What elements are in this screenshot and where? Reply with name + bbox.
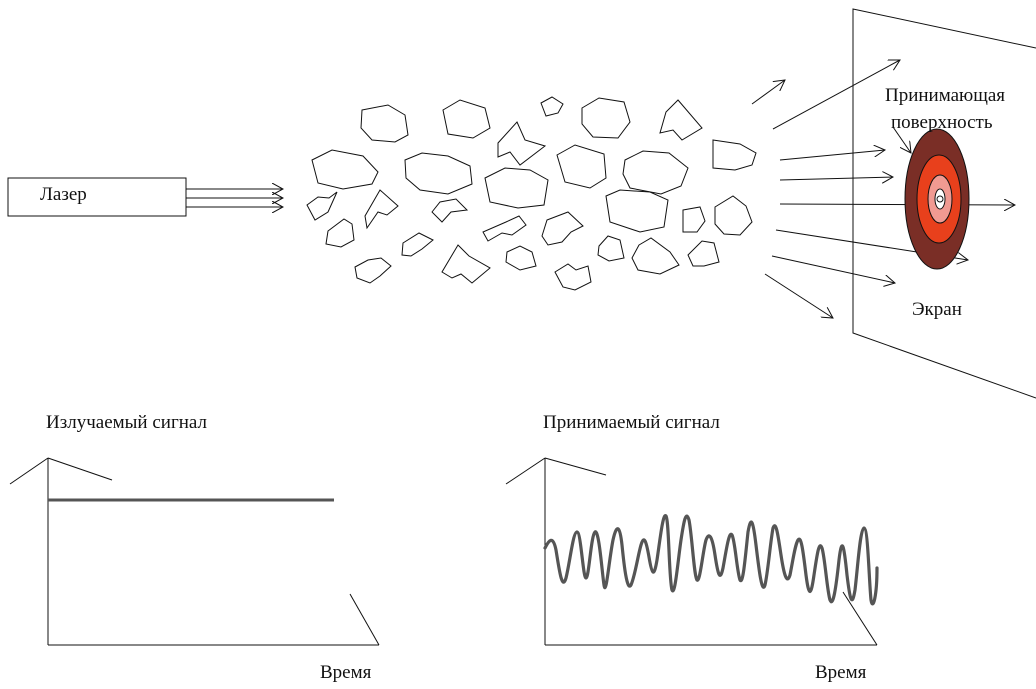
laser-label: Лазер — [40, 184, 87, 205]
particle — [441, 244, 491, 284]
particle — [581, 97, 631, 139]
particle — [554, 263, 592, 291]
arrow-left-right — [544, 457, 607, 476]
particle — [364, 189, 399, 230]
screen-label: Экран — [912, 299, 962, 320]
received-signal-graph — [505, 457, 879, 646]
particle — [325, 218, 355, 248]
particle — [505, 245, 537, 271]
particle — [442, 99, 491, 139]
received-signal-wave — [543, 514, 879, 606]
leader-line — [892, 126, 911, 153]
particle — [714, 195, 753, 236]
arrow-left-right — [47, 457, 113, 481]
arrow-right — [349, 593, 380, 646]
particle — [404, 152, 473, 195]
particle — [431, 198, 469, 223]
time-axis-label-right: Время — [815, 662, 867, 683]
particle — [556, 144, 607, 189]
received-signal-title: Принимаемый сигнал — [543, 412, 720, 433]
particle — [497, 121, 547, 166]
laser-box — [7, 177, 187, 217]
particle — [306, 191, 338, 221]
ray — [779, 204, 1015, 205]
emitted-signal-graph — [9, 457, 380, 646]
arrow-left-top — [9, 457, 49, 485]
emitted-signal-title: Излучаемый сигнал — [46, 412, 207, 433]
particle — [360, 104, 409, 143]
particle — [622, 150, 689, 195]
target-center — [936, 195, 944, 203]
particle — [482, 215, 527, 242]
particle — [401, 232, 434, 257]
arrow-left-top — [505, 457, 546, 485]
particle — [311, 149, 379, 190]
arrow-right — [842, 591, 878, 646]
receiving-target — [904, 128, 970, 270]
ray — [751, 80, 785, 105]
particle — [597, 235, 625, 262]
ray — [772, 60, 900, 130]
ray — [779, 150, 885, 161]
ray — [764, 273, 833, 318]
particle — [659, 99, 703, 141]
particle — [540, 96, 564, 117]
particle — [682, 206, 706, 233]
receiving-surface-label-line2: поверхность — [891, 112, 993, 133]
scattering-particles — [306, 96, 757, 291]
time-axis-label-left: Время — [320, 662, 372, 683]
screen-plane — [852, 8, 1036, 399]
particle — [605, 189, 669, 233]
receiving-surface-label: Принимающая — [885, 85, 1006, 106]
particle — [712, 139, 757, 171]
particle — [687, 240, 720, 267]
ray — [771, 255, 895, 283]
particle — [631, 237, 680, 275]
particle — [484, 167, 549, 209]
ray — [779, 177, 893, 180]
particle — [541, 211, 584, 246]
particle — [354, 257, 392, 284]
